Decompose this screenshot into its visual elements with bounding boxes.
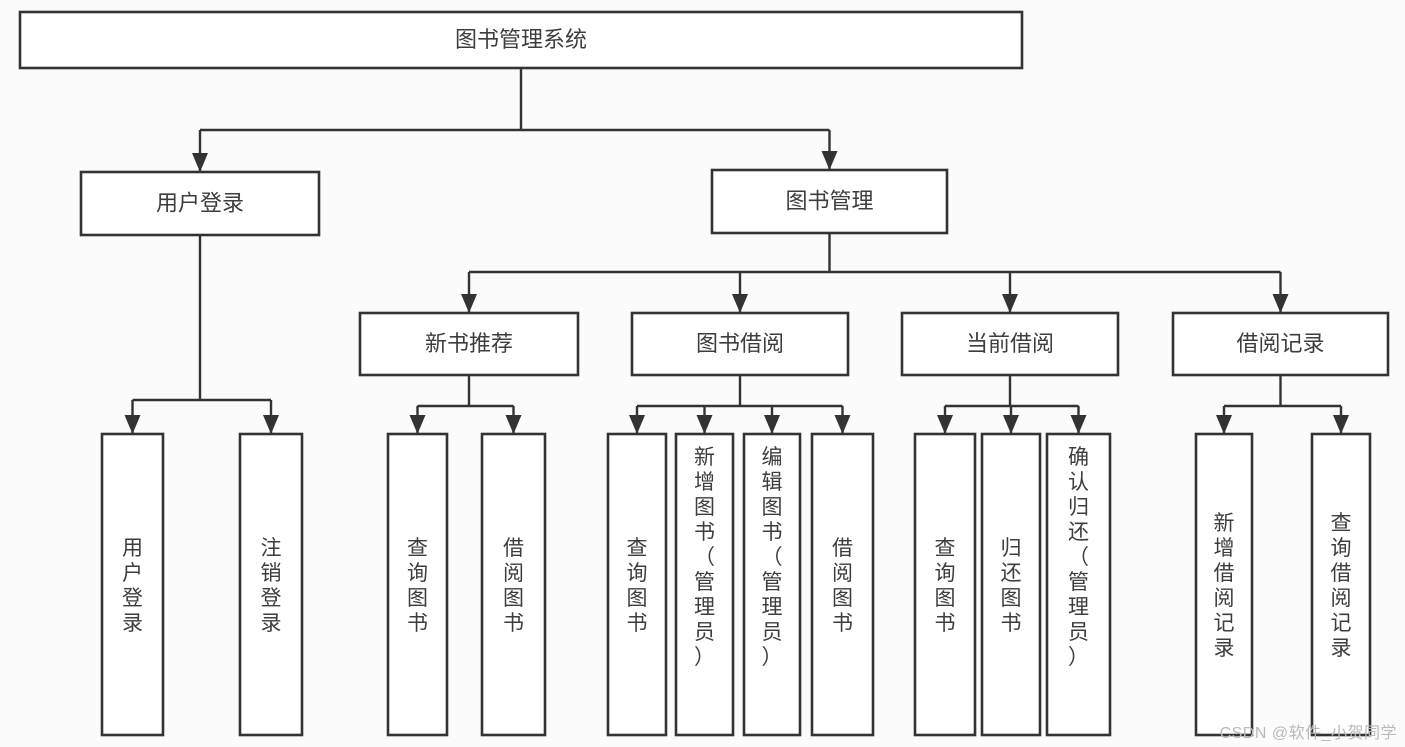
node-leaf-logout-login[interactable]: 注销登录 xyxy=(238,432,304,737)
node-label: 查询图书 xyxy=(935,537,956,635)
watermark-text: CSDN @软件_小贺同学 xyxy=(1219,725,1397,742)
diagram-nodes-layer: 图书管理系统用户登录图书管理新书推荐图书借阅当前借阅借阅记录用户登录注销登录查询… xyxy=(18,10,1390,737)
node-book-manage[interactable]: 图书管理 xyxy=(710,168,949,235)
node-box xyxy=(79,170,321,237)
arrowhead-icon xyxy=(629,415,645,434)
node-label: 图书管理 xyxy=(785,188,873,213)
node-label: 查询图书 xyxy=(407,537,428,635)
node-leaf-query-book-borrow[interactable]: 查询图书 xyxy=(606,432,668,737)
node-leaf-add-borrow-record[interactable]: 新增借阅记录 xyxy=(1194,432,1254,737)
node-leaf-borrow-book[interactable]: 借阅图书 xyxy=(810,432,875,737)
node-label: 归还图书 xyxy=(1001,537,1022,635)
node-label: 用户登录 xyxy=(156,190,244,215)
arrowhead-icon xyxy=(192,153,208,172)
node-label: 查询图书 xyxy=(627,537,648,635)
node-label: 确认归还（管理员） xyxy=(1068,446,1089,669)
node-box xyxy=(100,432,165,737)
node-leaf-add-book-admin[interactable]: 新增图书（管理员） xyxy=(674,432,735,737)
node-label: 用户登录 xyxy=(122,537,143,635)
node-current-borrow[interactable]: 当前借阅 xyxy=(900,311,1120,377)
node-box xyxy=(1310,432,1372,737)
arrowhead-icon xyxy=(764,415,780,434)
node-label: 借阅图书 xyxy=(832,537,853,635)
node-box xyxy=(1194,432,1254,737)
node-box xyxy=(913,432,977,737)
node-label: 图书借阅 xyxy=(696,331,784,356)
node-label: 注销登录 xyxy=(261,537,282,635)
arrowhead-icon xyxy=(1216,415,1232,434)
arrowhead-icon xyxy=(1272,294,1289,313)
node-label: 借阅图书 xyxy=(503,537,524,635)
node-box xyxy=(1171,311,1390,377)
node-box xyxy=(18,10,1024,70)
node-user-login[interactable]: 用户登录 xyxy=(79,170,321,237)
node-leaf-return-book[interactable]: 归还图书 xyxy=(980,432,1042,737)
node-root[interactable]: 图书管理系统 xyxy=(18,10,1024,70)
node-box xyxy=(742,432,802,737)
node-leaf-confirm-return-admin[interactable]: 确认归还（管理员） xyxy=(1045,432,1112,737)
node-box xyxy=(386,432,449,737)
arrowhead-icon xyxy=(821,151,838,170)
node-box xyxy=(710,168,949,235)
node-label: 查询借阅记录 xyxy=(1331,512,1352,660)
node-label: 新增借阅记录 xyxy=(1214,512,1235,660)
node-book-borrow[interactable]: 图书借阅 xyxy=(630,311,850,377)
node-box xyxy=(480,432,547,737)
connector-edges-layer xyxy=(124,68,1349,434)
node-label: 编辑图书（管理员） xyxy=(762,446,783,669)
node-box xyxy=(606,432,668,737)
arrowhead-icon xyxy=(732,294,748,313)
node-leaf-user-login[interactable]: 用户登录 xyxy=(100,432,165,737)
node-leaf-edit-book-admin[interactable]: 编辑图书（管理员） xyxy=(742,432,802,737)
node-box xyxy=(630,311,850,377)
arrowhead-icon xyxy=(505,415,522,434)
node-borrow-record[interactable]: 借阅记录 xyxy=(1171,311,1390,377)
node-leaf-query-book-recommend[interactable]: 查询图书 xyxy=(386,432,449,737)
node-label: 图书管理系统 xyxy=(455,27,587,52)
node-label: 借阅记录 xyxy=(1236,331,1324,356)
arrowhead-icon xyxy=(124,415,141,434)
node-box xyxy=(980,432,1042,737)
node-box xyxy=(238,432,304,737)
node-label: 当前借阅 xyxy=(966,331,1054,356)
arrowhead-icon xyxy=(834,415,851,434)
arrowhead-icon xyxy=(409,415,426,434)
arrowhead-icon xyxy=(1333,415,1349,434)
node-box xyxy=(900,311,1120,377)
node-new-book-recommend[interactable]: 新书推荐 xyxy=(358,311,580,377)
arrowhead-icon xyxy=(461,294,477,313)
node-leaf-query-borrow-record[interactable]: 查询借阅记录 xyxy=(1310,432,1372,737)
arrowhead-icon xyxy=(1003,415,1019,434)
arrowhead-icon xyxy=(696,415,713,434)
node-leaf-query-book-current[interactable]: 查询图书 xyxy=(913,432,977,737)
node-box xyxy=(1045,432,1112,737)
arrowhead-icon xyxy=(1070,415,1087,434)
node-box xyxy=(810,432,875,737)
node-box xyxy=(358,311,580,377)
node-label: 新增图书（管理员） xyxy=(694,446,715,669)
arrowhead-icon xyxy=(1002,294,1018,313)
node-label: 新书推荐 xyxy=(425,331,513,356)
arrowhead-icon xyxy=(937,415,953,434)
arrowhead-icon xyxy=(263,415,279,434)
node-leaf-borrow-book-recommend[interactable]: 借阅图书 xyxy=(480,432,547,737)
node-box xyxy=(674,432,735,737)
